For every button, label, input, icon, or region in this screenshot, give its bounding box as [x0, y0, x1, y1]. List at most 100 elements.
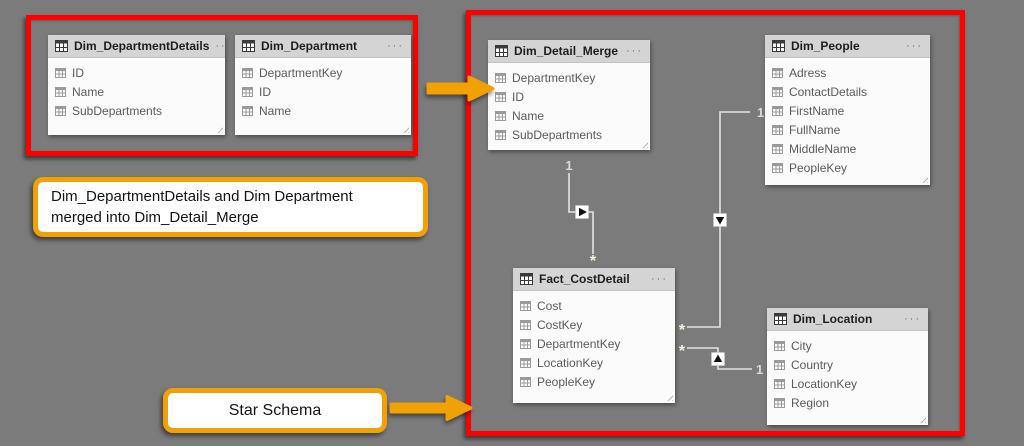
field-label: Cost [537, 298, 562, 313]
table-icon [242, 40, 255, 52]
field-row[interactable]: ContactDetails [765, 82, 930, 101]
field-grid-icon [772, 143, 783, 154]
arrow-star-schema-icon [389, 395, 473, 421]
table-title: Dim_People [791, 39, 860, 53]
field-label: MiddleName [789, 141, 857, 156]
field-label: FullName [789, 122, 841, 137]
field-grid-icon [520, 319, 531, 330]
field-grid-icon [520, 357, 531, 368]
field-label: ID [259, 84, 271, 99]
field-row[interactable]: ID [48, 63, 225, 82]
table-header[interactable]: Dim_Department ··· [235, 35, 411, 58]
more-options-button[interactable]: ··· [626, 45, 643, 57]
field-label: CostKey [537, 317, 583, 332]
field-row[interactable]: ID [235, 82, 411, 101]
table-icon [772, 40, 785, 52]
table-icon [774, 313, 787, 325]
table-title: Dim_DepartmentDetails [74, 39, 210, 53]
field-label: Name [72, 84, 105, 99]
field-grid-icon [55, 105, 66, 116]
field-grid-icon [55, 67, 66, 78]
field-row[interactable]: CostKey [513, 315, 675, 334]
field-grid-icon [242, 86, 253, 97]
field-row[interactable]: DepartmentKey [513, 334, 675, 353]
field-label: LocationKey [791, 376, 858, 391]
field-row[interactable]: ID [488, 87, 650, 106]
field-row[interactable]: City [767, 336, 928, 355]
field-row[interactable]: PeopleKey [765, 158, 930, 177]
field-grid-icon [772, 124, 783, 135]
field-row[interactable]: LocationKey [513, 353, 675, 372]
table-title: Dim_Detail_Merge [514, 44, 619, 58]
field-grid-icon [242, 105, 253, 116]
table-header[interactable]: Dim_DepartmentDetails ··· [48, 35, 230, 58]
field-row[interactable]: DepartmentKey [235, 63, 411, 82]
resize-handle-icon[interactable] [402, 126, 409, 133]
field-label: PeopleKey [789, 160, 848, 175]
more-options-button[interactable]: ··· [651, 273, 668, 285]
field-label: Name [259, 103, 292, 118]
more-options-button[interactable]: ··· [904, 313, 921, 325]
field-grid-icon [774, 359, 785, 370]
field-row[interactable]: Name [488, 106, 650, 125]
field-row[interactable]: DepartmentKey [488, 68, 650, 87]
table-icon [55, 40, 68, 52]
field-row[interactable]: MiddleName [765, 139, 930, 158]
field-row[interactable]: SubDepartments [48, 101, 225, 120]
highlight-frame-star-schema [466, 10, 965, 436]
merge-note-line2: merged into Dim_Detail_Merge [51, 209, 259, 226]
field-row[interactable]: Cost [513, 296, 675, 315]
field-label: SubDepartments [512, 127, 603, 142]
field-grid-icon [774, 378, 785, 389]
table-header[interactable]: Dim_Location ··· [767, 308, 928, 331]
field-row[interactable]: FirstName [765, 101, 930, 120]
more-options-button[interactable]: ··· [387, 40, 404, 52]
table-icon [495, 45, 508, 57]
field-row[interactable]: Country [767, 355, 928, 374]
more-options-button[interactable]: ··· [906, 40, 923, 52]
field-row[interactable]: SubDepartments [488, 125, 650, 144]
field-grid-icon [520, 300, 531, 311]
field-row[interactable]: FullName [765, 120, 930, 139]
field-grid-icon [242, 67, 253, 78]
field-label: ID [512, 89, 524, 104]
resize-handle-icon[interactable] [666, 394, 673, 401]
table-title: Dim_Department [261, 39, 358, 53]
star-schema-callout: Star Schema [163, 388, 387, 433]
field-grid-icon [495, 72, 506, 83]
field-row[interactable]: Name [235, 101, 411, 120]
field-grid-icon [495, 91, 506, 102]
table-header[interactable]: Dim_People ··· [765, 35, 930, 58]
table-title: Fact_CostDetail [539, 272, 630, 286]
field-row[interactable]: Adress [765, 63, 930, 82]
table-title: Dim_Location [793, 312, 873, 326]
field-row[interactable]: LocationKey [767, 374, 928, 393]
field-row[interactable]: Name [48, 82, 225, 101]
more-options-button[interactable]: ··· [215, 40, 233, 52]
field-row[interactable]: PeopleKey [513, 372, 675, 391]
resize-handle-icon[interactable] [921, 176, 928, 183]
field-grid-icon [774, 397, 785, 408]
merge-note-line1: Dim_DepartmentDetails and Dim Department [51, 187, 353, 205]
resize-handle-icon[interactable] [641, 141, 648, 148]
field-grid-icon [495, 129, 506, 140]
field-grid-icon [774, 340, 785, 351]
field-grid-icon [520, 338, 531, 349]
field-label: LocationKey [537, 355, 604, 370]
resize-handle-icon[interactable] [919, 416, 926, 423]
field-label: SubDepartments [72, 103, 163, 118]
table-header[interactable]: Fact_CostDetail ··· [513, 268, 675, 291]
table-header[interactable]: Dim_Detail_Merge ··· [488, 40, 650, 63]
field-row[interactable]: Region [767, 393, 928, 412]
field-label: City [791, 338, 812, 353]
resize-handle-icon[interactable] [216, 126, 223, 133]
